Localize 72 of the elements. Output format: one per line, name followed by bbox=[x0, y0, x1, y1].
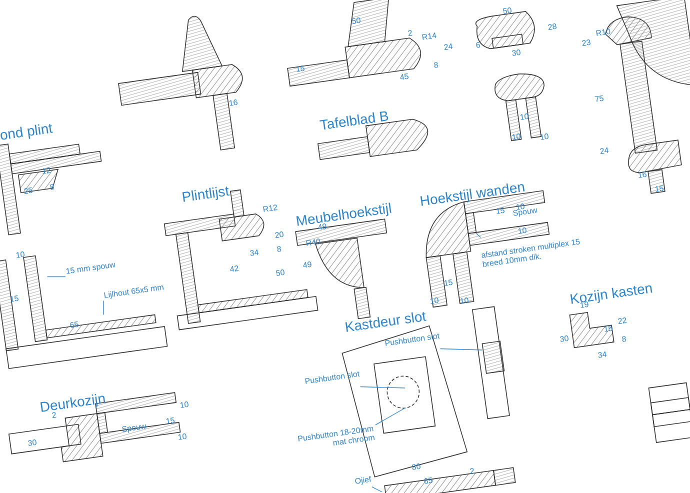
dimension-label: 10 bbox=[539, 132, 550, 143]
dimension-label: 8 bbox=[276, 245, 282, 255]
dimension-label: 22 bbox=[617, 316, 628, 327]
dimension-label: 34 bbox=[249, 248, 260, 259]
dimension-label: R14 bbox=[421, 32, 438, 43]
spacer-strip bbox=[465, 212, 477, 234]
dimension-label: 50 bbox=[502, 6, 512, 17]
dimension-label: 30 bbox=[559, 334, 570, 345]
dimension-label: 65 bbox=[423, 476, 434, 487]
dimension-label: 15 bbox=[443, 278, 454, 289]
dimension-label: 34 bbox=[597, 350, 608, 361]
dimension-label: 50 bbox=[275, 268, 286, 279]
dimension-label: 65 bbox=[69, 320, 80, 331]
dimension-label: 50 bbox=[351, 16, 362, 27]
dimension-label: R12 bbox=[262, 204, 278, 215]
dimension-label: R10 bbox=[595, 28, 612, 39]
dimension-label: 24 bbox=[599, 146, 610, 157]
dimension-label: 20 bbox=[274, 230, 284, 241]
dimension-label: 10 bbox=[179, 400, 190, 411]
dimension-label: 42 bbox=[229, 264, 240, 275]
dimension-label: 75 bbox=[594, 94, 604, 105]
callout-text: afstand stroken multiplex 15 breed 10mm dik. bbox=[480, 237, 588, 270]
leader-line bbox=[360, 386, 406, 388]
callout-text: Ojief bbox=[354, 476, 372, 487]
dimension-label: 23 bbox=[581, 38, 592, 49]
dimension-label: 2 bbox=[407, 29, 414, 39]
dimension-label: 8 bbox=[49, 183, 56, 193]
dimension-label: 80 bbox=[411, 462, 422, 473]
dimension-label: 10 bbox=[511, 132, 522, 143]
dimension-label: 15 bbox=[295, 64, 306, 75]
dimension-label: 8 bbox=[621, 335, 628, 345]
dimension-label: 12 bbox=[41, 166, 52, 177]
dimension-label: 10 bbox=[429, 296, 440, 307]
callout-text: Pushbutton slot bbox=[304, 370, 360, 387]
leader-line bbox=[372, 486, 382, 492]
leader-line bbox=[103, 300, 104, 316]
dimension-label: 10 bbox=[177, 432, 188, 443]
dimension-label: 28 bbox=[547, 22, 558, 33]
dimension-label: 24 bbox=[443, 42, 454, 53]
callout-text: Lijlhout 65x5 mm bbox=[103, 284, 164, 301]
detail-title: ond plint bbox=[0, 120, 54, 144]
dimension-label: 10 bbox=[459, 296, 470, 307]
dimension-label: 2 bbox=[51, 411, 57, 421]
dimension-label: 6 bbox=[475, 41, 482, 51]
dimension-label: 2 bbox=[469, 467, 476, 477]
dimension-label: 8 bbox=[433, 61, 440, 71]
dimension-label: 15 bbox=[9, 294, 20, 305]
dimension-label: R40 bbox=[305, 238, 322, 249]
dimension-label: 30 bbox=[511, 48, 522, 59]
dimension-label: 10 bbox=[519, 112, 530, 123]
detail-title: Tafelblad B bbox=[318, 108, 390, 134]
dimension-label: 15 bbox=[165, 416, 176, 427]
leader-line bbox=[46, 276, 66, 278]
dimension-label: 15 bbox=[603, 324, 614, 335]
dimension-label: Spouw bbox=[121, 422, 147, 435]
detail-title: Plintlijst bbox=[180, 183, 230, 206]
dimension-label: 10 bbox=[517, 226, 528, 237]
dimension-label: 15 bbox=[654, 184, 664, 195]
dimension-label: 25 bbox=[23, 186, 34, 197]
callout-text: Pushbutton 18-20mm mat chroom bbox=[294, 424, 376, 454]
dimension-label: 45 bbox=[399, 72, 410, 83]
dimension-label: 16 bbox=[637, 170, 648, 181]
leader-line bbox=[375, 408, 406, 426]
dimension-label: 49 bbox=[317, 222, 328, 233]
leader-line bbox=[440, 348, 482, 350]
dimension-label: 10 bbox=[15, 250, 26, 261]
leader-line bbox=[476, 233, 482, 238]
callout-text: 15 mm spouw bbox=[65, 261, 116, 277]
dimension-label: 49 bbox=[302, 260, 312, 271]
dimension-label: 30 bbox=[27, 438, 38, 449]
dimension-label: 16 bbox=[228, 98, 238, 109]
dimension-label: 15 bbox=[495, 206, 506, 217]
